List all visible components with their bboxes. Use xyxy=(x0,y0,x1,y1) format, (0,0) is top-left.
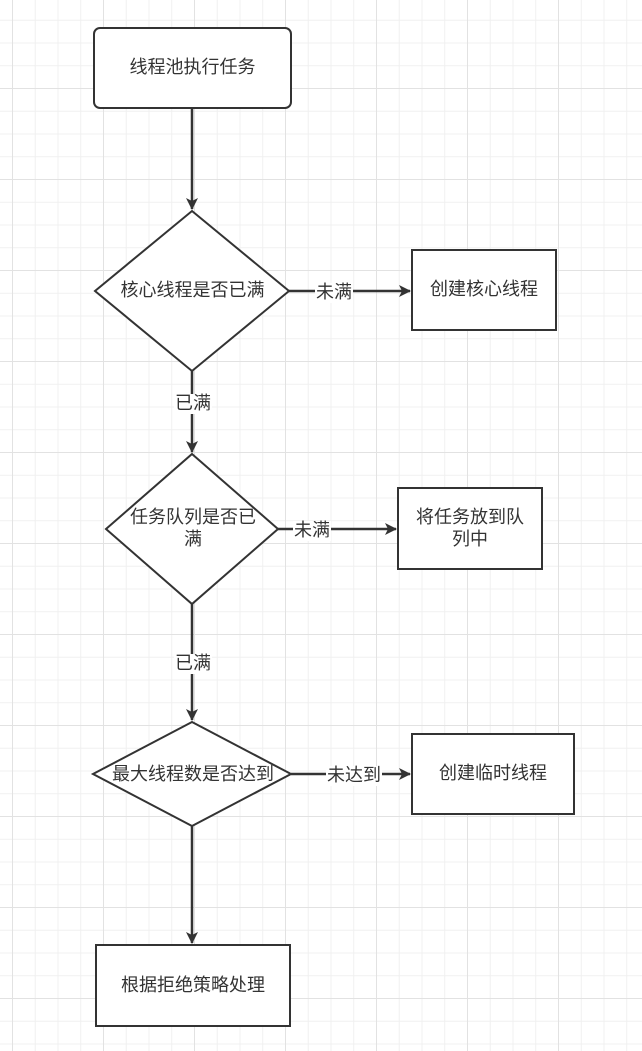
edge-label-queue-full: 已满 xyxy=(174,653,212,674)
edge-label-max-not-reached: 未达到 xyxy=(326,765,382,786)
reject-label: 根据拒绝策略处理 xyxy=(121,974,265,996)
core-full-label: 核心线程是否已满 xyxy=(120,280,265,301)
start-label: 线程池执行任务 xyxy=(129,57,256,78)
create-temp-label: 创建临时线程 xyxy=(439,763,547,784)
put-queue-box[interactable] xyxy=(397,487,543,570)
create-temp-box[interactable] xyxy=(411,733,575,815)
edge-label-core-not-full: 未满 xyxy=(315,282,353,303)
edge-label-queue-not-full: 未满 xyxy=(293,520,331,541)
create-core-box[interactable] xyxy=(411,249,557,331)
max-reached-label: 最大线程数是否达到 xyxy=(112,764,274,785)
edge-label-core-full: 已满 xyxy=(174,393,212,414)
queue-full-label: 任务队列是否已满 xyxy=(130,507,256,550)
reject-box[interactable] xyxy=(95,944,291,1027)
put-queue-label: 将任务放到队列中 xyxy=(416,506,524,550)
create-core-label: 创建核心线程 xyxy=(430,279,538,300)
